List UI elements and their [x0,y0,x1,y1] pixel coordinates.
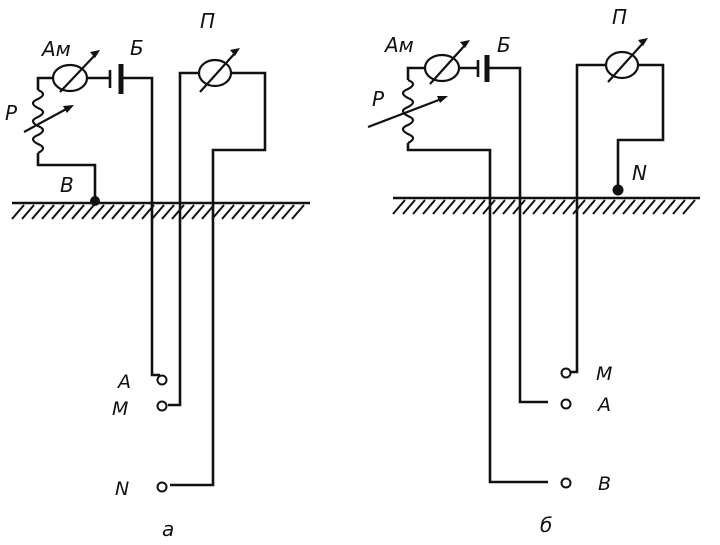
ground-surface-a [11,201,310,220]
ground-hatch-line [662,199,676,215]
ground-hatch-line [261,204,275,220]
ground-hatch-line [602,199,616,215]
ground-hatch-line [131,204,145,220]
label-battery-a: Б [130,36,144,60]
electrode-terminal-m-a [156,400,168,412]
ground-hatch-line [402,199,416,215]
ground-hatch-line [161,204,175,220]
battery-a [87,64,160,377]
rheostat-a [23,76,97,198]
ground-hatch-line [291,204,305,220]
ground-hatch-line [452,199,466,215]
ground-hatch-line [622,199,636,215]
ground-hatch-line [642,199,656,215]
ground-hatch-line [91,204,105,220]
label-electrode-b-b: В [598,473,611,495]
ground-hatch-line [392,199,406,215]
caption-b: б [540,513,552,537]
ground-hatch-line [111,204,125,220]
ground-hatch-line [241,204,255,220]
ground-hatch-line [21,204,35,220]
electrode-terminal-a-b [560,398,572,410]
ground-hatch-line [71,204,85,220]
ground-hatch-line [51,204,65,220]
label-potentiometer-b: П [612,5,627,29]
label-electrode-a-b: А [596,394,611,416]
ground-hatch-line [572,199,586,215]
ground-hatch-line [672,199,686,215]
ground-hatch-line [562,199,576,215]
ground-hatch-line [542,199,556,215]
potentiometer-b [570,38,665,374]
ground-hatch-line [41,204,55,220]
ground-hatch-line [652,199,666,215]
ground-hatch-line [151,204,165,220]
ground-hatch-line [592,199,606,215]
label-battery-b: Б [497,33,511,57]
electrode-terminal-n-a [156,481,168,493]
ground-hatch-line [582,199,596,215]
ground-electrode-a [90,196,100,206]
label-rheostat-b: Р [372,87,385,111]
ground-hatch-line [682,199,696,215]
label-ammeter-a: Ам [40,37,71,61]
ground-hatch-line [492,199,506,215]
ground-hatch-line [612,199,626,215]
label-rheostat-a: Р [5,101,18,125]
ground-hatch-line [231,204,245,220]
electrode-terminal-a-a [156,374,168,386]
battery-b [459,55,548,404]
ground-hatch-line [221,204,235,220]
ground-hatch-line [632,199,646,215]
ground-hatch-line [101,204,115,220]
caption-a: а [162,517,174,540]
potentiometer-a [168,48,267,487]
diagram-b: Ам Б П Р N М А В б [367,5,700,537]
ground-hatch-line [171,204,185,220]
ground-hatch-line [442,199,456,215]
label-ammeter-b: Ам [383,33,414,57]
ground-hatch-line [532,199,546,215]
ground-hatch-line [522,199,536,215]
ground-hatch-line [271,204,285,220]
ground-hatch-line [472,199,486,215]
ground-hatch-line [251,204,265,220]
label-electrode-m-b: М [596,363,612,385]
ground-hatch-line [181,204,195,220]
label-electrode-n-a: N [115,478,129,500]
ground-electrode-b [612,184,624,196]
label-electrode-m-a: М [112,398,128,420]
ground-hatch-line [191,204,205,220]
ground-hatch-line [502,199,516,215]
ground-hatch-line [552,199,566,215]
electrode-terminal-b-b [560,477,572,489]
label-ground-electrode-a: В [60,173,74,197]
electrode-terminal-m-b [560,367,572,379]
rheostat-b [367,66,548,484]
label-electrode-a-a: А [116,371,131,393]
ground-hatch-line [422,199,436,215]
ground-hatch-line [281,204,295,220]
ground-hatch-line [412,199,426,215]
ground-hatch-line [121,204,135,220]
label-ground-electrode-b: N [632,161,647,185]
ground-hatch-line [432,199,446,215]
ground-hatch-line [31,204,45,220]
ground-hatch-line [462,199,476,215]
ammeter-b [423,40,470,85]
ground-hatch-line [61,204,75,220]
diagram-a: Ам Б П Р В А М N а [5,9,310,541]
ground-hatch-line [11,204,25,220]
label-potentiometer-a: П [200,9,215,33]
ground-hatch-line [81,204,95,220]
ground-surface-b [392,196,700,215]
